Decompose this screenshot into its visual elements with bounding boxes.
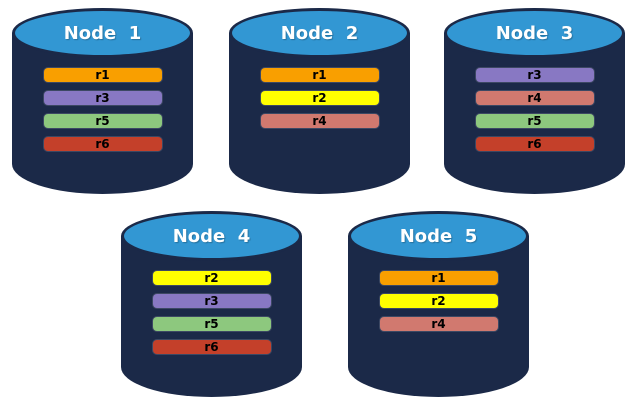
cylinder-body [121, 236, 302, 397]
cylinder-top: Node 4 [121, 211, 302, 261]
replica-list: r1 r3 r5 r6 [12, 68, 193, 151]
cylinder-top: Node 1 [12, 8, 193, 58]
node-cylinder-1: Node 1 r1 r3 r5 r6 [12, 8, 193, 194]
replica-list: r3 r4 r5 r6 [444, 68, 625, 151]
replica-bar-r2: r2 [379, 294, 498, 308]
replica-bar-r6: r6 [43, 137, 162, 151]
node-label: Node 1 [63, 22, 142, 44]
replica-bar-r3: r3 [152, 294, 271, 308]
cylinder-body [12, 33, 193, 194]
cylinder-top: Node 2 [229, 8, 410, 58]
replica-bar-r2: r2 [260, 91, 379, 105]
replica-bar-r1: r1 [43, 68, 162, 82]
replica-bar-r6: r6 [475, 137, 594, 151]
node-cylinder-4: Node 4 r2 r3 r5 r6 [121, 211, 302, 397]
replica-bar-r4: r4 [475, 91, 594, 105]
replica-bar-r5: r5 [43, 114, 162, 128]
replica-bar-r3: r3 [475, 68, 594, 82]
node-cylinder-5: Node 5 r1 r2 r4 [348, 211, 529, 397]
replica-bar-r4: r4 [260, 114, 379, 128]
cylinder-body [348, 236, 529, 397]
cylinder-top: Node 5 [348, 211, 529, 261]
node-cylinder-3: Node 3 r3 r4 r5 r6 [444, 8, 625, 194]
replica-bar-r3: r3 [43, 91, 162, 105]
replica-list: r1 r2 r4 [229, 68, 410, 128]
replica-bar-r5: r5 [152, 317, 271, 331]
node-label: Node 4 [172, 225, 251, 247]
replica-bar-r1: r1 [379, 271, 498, 285]
replica-bar-r4: r4 [379, 317, 498, 331]
replica-bar-r5: r5 [475, 114, 594, 128]
cylinder-top: Node 3 [444, 8, 625, 58]
node-label: Node 3 [495, 22, 574, 44]
cylinder-body [444, 33, 625, 194]
cylinder-body [229, 33, 410, 194]
replica-list: r2 r3 r5 r6 [121, 271, 302, 354]
replica-list: r1 r2 r4 [348, 271, 529, 331]
node-label: Node 5 [399, 225, 478, 247]
node-cylinder-2: Node 2 r1 r2 r4 [229, 8, 410, 194]
replica-bar-r2: r2 [152, 271, 271, 285]
node-label: Node 2 [280, 22, 359, 44]
replica-bar-r6: r6 [152, 340, 271, 354]
replica-bar-r1: r1 [260, 68, 379, 82]
